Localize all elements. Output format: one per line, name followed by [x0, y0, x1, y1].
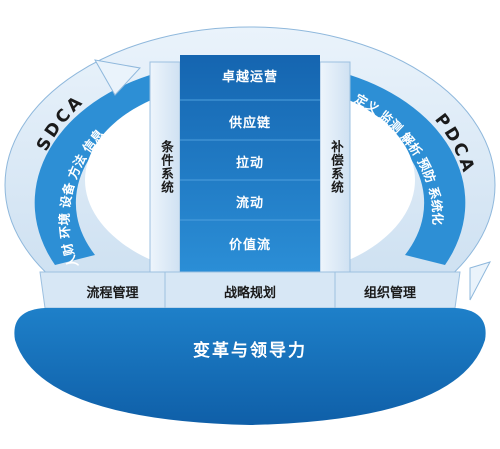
bottom-right-label: 组织管理 [363, 286, 416, 301]
bottom-right-arrow-head [469, 261, 491, 301]
top-left-arrow-head [94, 59, 141, 96]
pillar-item-1: 卓越运营 [221, 70, 278, 85]
center-pillar [180, 55, 320, 272]
pillar-item-2: 供应链 [228, 116, 271, 131]
bottom-left-label: 流程管理 [86, 286, 139, 301]
left-pillar-label: 条件系统 [159, 140, 174, 194]
base-label: 变革与领导力 [193, 341, 307, 361]
pillar-item-3: 拉动 [235, 156, 264, 171]
pillar-item-4: 流动 [235, 196, 264, 211]
base-bar [14, 308, 486, 425]
pillar-item-5: 价值流 [228, 238, 271, 253]
bottom-center-label: 战略规划 [223, 286, 276, 301]
right-pillar-label: 补偿系统 [329, 140, 344, 194]
right-pillar [319, 61, 351, 273]
